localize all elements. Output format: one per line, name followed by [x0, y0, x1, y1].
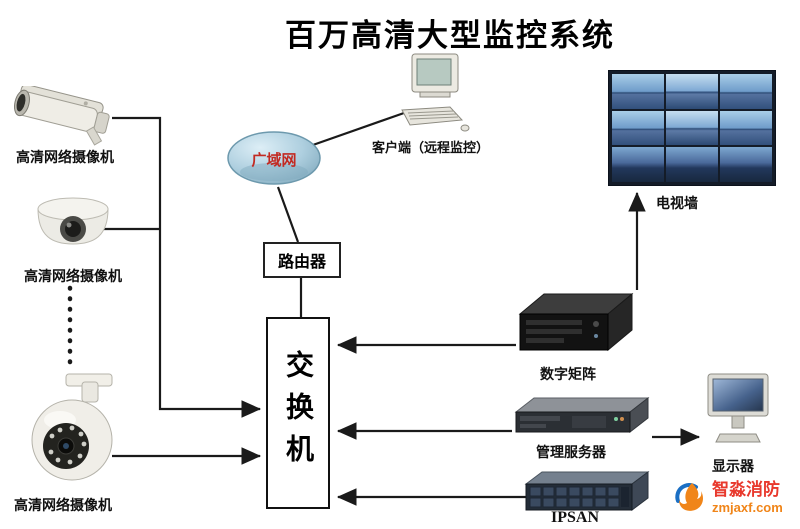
- tv-wall-cell: [612, 110, 664, 146]
- display-monitor-icon: [707, 373, 769, 443]
- camera1-label: 高清网络摄像机: [16, 149, 114, 165]
- tv-wall-cell: [612, 147, 664, 182]
- client-label: 客户端（远程监控）: [372, 140, 490, 155]
- tv-wall-cell: [666, 74, 718, 109]
- wan-label: 广域网: [251, 152, 297, 169]
- watermark: 智淼消防 zmjaxf.com: [672, 480, 783, 515]
- tv-wall-label: 电视墙: [656, 195, 698, 211]
- wan-cloud-icon: [227, 131, 321, 185]
- line-camera1-switch: [112, 116, 262, 418]
- brand-logo-icon: [675, 483, 703, 512]
- bullet-camera-icon: [13, 86, 110, 146]
- digital-matrix-icon: [518, 292, 634, 352]
- tv-wall-cell: [720, 74, 772, 109]
- switch-box: 交换机: [266, 317, 330, 509]
- dome-camera-icon: [37, 197, 109, 245]
- tv-wall-cell: [612, 74, 664, 109]
- tv-wall-cell: [666, 147, 718, 182]
- management-server-icon: [514, 396, 650, 434]
- tv-wall-image: [608, 70, 776, 186]
- ipsan-storage-icon: [524, 471, 650, 511]
- ptz-camera-icon: [31, 373, 113, 481]
- management-server-label: 管理服务器: [536, 444, 606, 460]
- ipsan-label: IPSAN: [551, 509, 600, 526]
- page-title: 百万高清大型监控系统: [285, 18, 615, 53]
- tv-wall-cell: [720, 147, 772, 182]
- display-label: 显示器: [712, 458, 754, 474]
- line-cloud-router: [276, 186, 300, 243]
- digital-matrix-label: 数字矩阵: [540, 366, 596, 382]
- tv-wall-cell: [666, 110, 718, 146]
- watermark-site: zmjaxf.com: [712, 499, 783, 515]
- watermark-brand: 智淼消防: [712, 480, 780, 499]
- router-label: 路由器: [277, 254, 326, 271]
- switch-label: 交换机: [283, 350, 314, 476]
- tv-wall-cell: [720, 110, 772, 146]
- camera2-label: 高清网络摄像机: [24, 268, 122, 284]
- line-cloud-client: [309, 111, 405, 148]
- router-box: 路由器: [263, 242, 341, 278]
- camera3-label: 高清网络摄像机: [14, 497, 112, 513]
- client-computer-icon: [401, 53, 470, 132]
